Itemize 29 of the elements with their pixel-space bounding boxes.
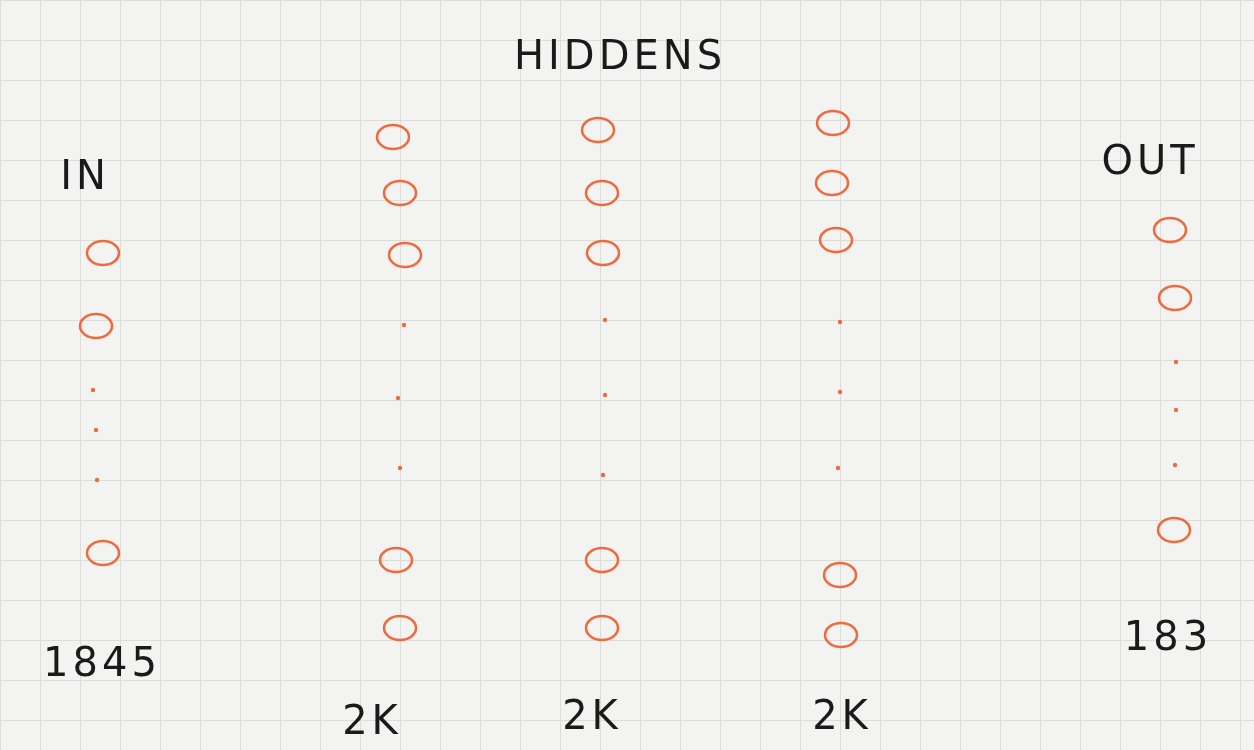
neuron-circle bbox=[378, 546, 414, 574]
size-label: 2K bbox=[812, 695, 872, 735]
neuron-circle bbox=[584, 179, 620, 207]
neuron-circle bbox=[584, 614, 620, 642]
neuron-circle bbox=[814, 169, 850, 197]
neuron-circle bbox=[375, 123, 411, 151]
neuron-circle bbox=[78, 312, 114, 340]
size-label: 2K bbox=[342, 700, 402, 740]
title: HIDDENS bbox=[513, 35, 727, 75]
neuron-circle bbox=[85, 239, 121, 267]
size-label: 2K bbox=[562, 695, 622, 735]
neuron-circle bbox=[815, 109, 851, 137]
size-label: 183 bbox=[1123, 616, 1213, 656]
neuron-circle bbox=[1156, 516, 1192, 544]
neuron-circle bbox=[584, 546, 620, 574]
neuron-circle bbox=[818, 226, 854, 254]
neuron-circle bbox=[823, 621, 859, 649]
neuron-circle bbox=[382, 614, 418, 642]
size-label: 1845 bbox=[43, 642, 161, 682]
neuron-circle bbox=[1157, 284, 1193, 312]
layer-label: IN bbox=[60, 155, 110, 195]
neuron-circle bbox=[580, 116, 616, 144]
neuron-circle bbox=[822, 561, 858, 589]
neuron-circle bbox=[585, 239, 621, 267]
neuron-circle bbox=[387, 241, 423, 269]
neuron-circle bbox=[1152, 216, 1188, 244]
neuron-circle bbox=[85, 539, 121, 567]
layer-label: OUT bbox=[1101, 140, 1199, 180]
neuron-circle bbox=[382, 179, 418, 207]
